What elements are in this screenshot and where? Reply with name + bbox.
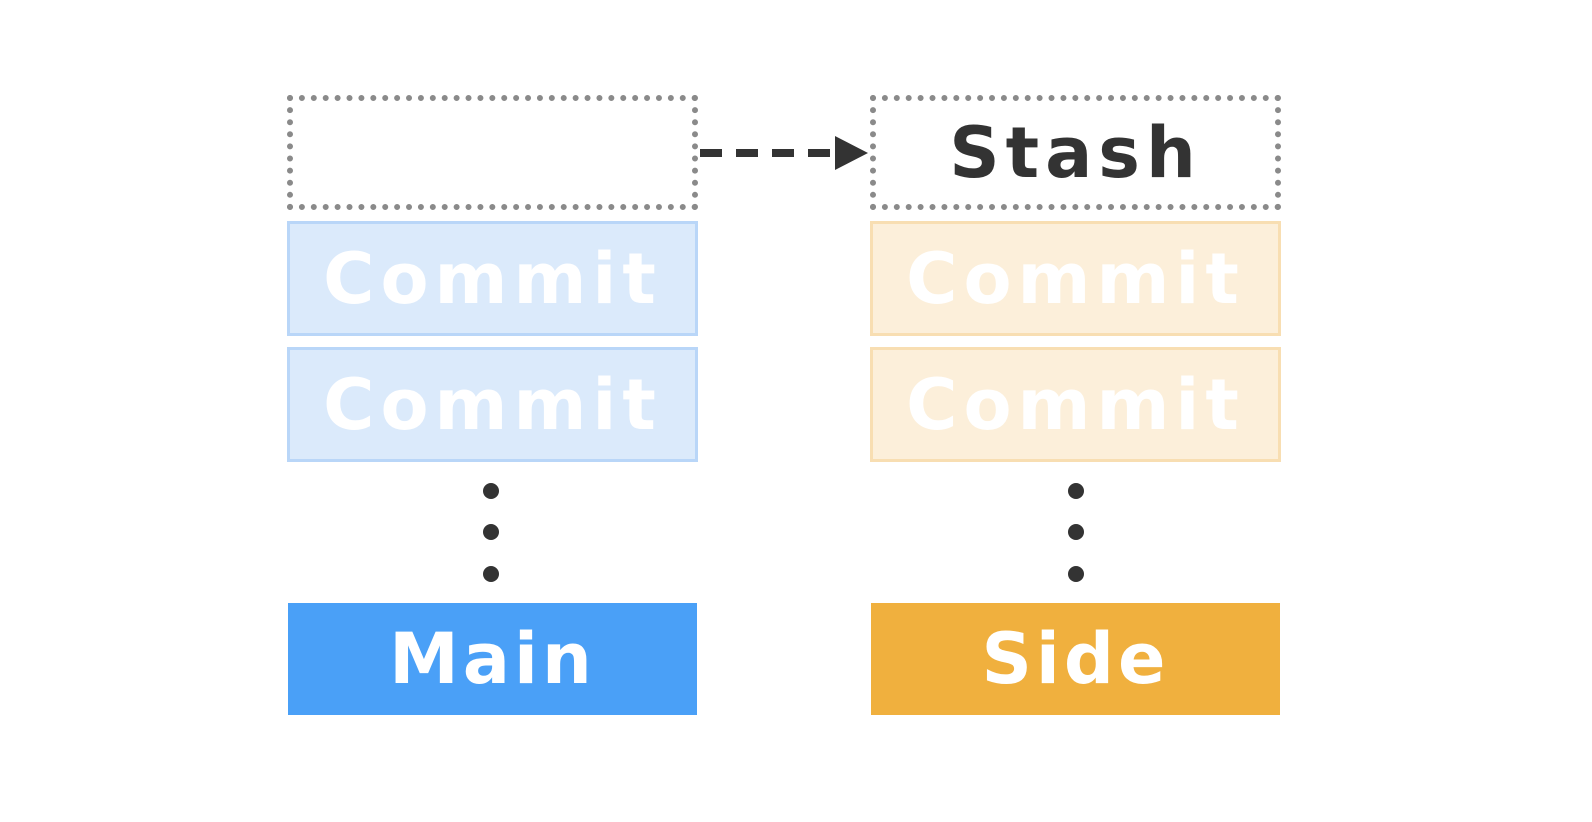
main-branch-label: Main (288, 603, 697, 715)
side-ellipsis-dot-1 (1068, 483, 1084, 499)
main-commit-1: Commit (287, 221, 698, 336)
side-commit-2: Commit (870, 347, 1281, 462)
main-ellipsis-dot-2 (483, 524, 499, 540)
side-branch-label: Side (871, 603, 1280, 715)
main-ellipsis-dot-1 (483, 483, 499, 499)
side-commit-1: Commit (870, 221, 1281, 336)
main-commit-2: Commit (287, 347, 698, 462)
main-ellipsis-dot-3 (483, 566, 499, 582)
side-ellipsis-dot-2 (1068, 524, 1084, 540)
side-ellipsis-dot-3 (1068, 566, 1084, 582)
main-stash-placeholder (287, 95, 698, 210)
side-stash-box: Stash (870, 95, 1281, 210)
